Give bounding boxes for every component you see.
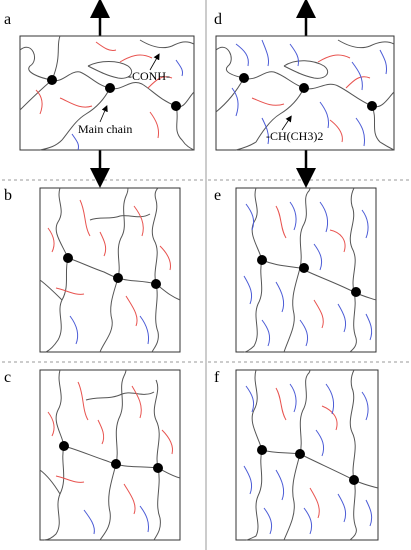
panel-e: e bbox=[214, 187, 377, 353]
crosslink-point bbox=[299, 83, 309, 93]
conh-side-groups-d bbox=[251, 54, 371, 143]
ch-ch3-side-groups-f bbox=[243, 383, 373, 535]
panel-label-c: c bbox=[4, 369, 11, 386]
annotation-conh: -CONH- bbox=[128, 69, 170, 83]
main-chains-c bbox=[39, 369, 181, 541]
panel-label-a: a bbox=[4, 11, 11, 28]
annotation-main-chain: Main chain bbox=[78, 122, 132, 136]
annotation-main-chain-pointer bbox=[99, 105, 108, 123]
network-box-d bbox=[215, 35, 395, 151]
crosslinks-d bbox=[239, 73, 377, 111]
panel-a: a -CONH- bbox=[4, 0, 195, 188]
network-box-a bbox=[19, 35, 195, 151]
panel-f: f bbox=[214, 369, 379, 541]
crosslink-point bbox=[349, 475, 359, 485]
main-chains-f bbox=[245, 369, 379, 541]
crosslinks-a bbox=[47, 75, 181, 111]
crosslink-point bbox=[367, 101, 377, 111]
crosslink-point bbox=[299, 263, 309, 273]
ch-ch3-side-groups-d bbox=[231, 39, 387, 147]
main-chains-e bbox=[243, 187, 377, 353]
crosslink-point bbox=[63, 253, 73, 263]
crosslink-point bbox=[111, 459, 121, 469]
main-chains-d bbox=[215, 39, 395, 151]
ch-ch3-side-groups-a bbox=[71, 59, 183, 151]
conh-side-groups-b bbox=[47, 199, 171, 327]
ch-ch3-side-groups-b bbox=[69, 315, 149, 345]
crosslink-point bbox=[151, 279, 161, 289]
annotation-conh-pointer bbox=[149, 53, 160, 71]
crosslink-point bbox=[351, 287, 361, 297]
network-box-c bbox=[39, 369, 181, 541]
crosslinks-b bbox=[63, 253, 161, 289]
network-box-f bbox=[235, 369, 379, 541]
crosslink-point bbox=[153, 463, 163, 473]
ch-ch3-side-groups-c bbox=[83, 505, 149, 535]
conh-side-groups-f bbox=[275, 387, 338, 519]
crosslinks-e bbox=[257, 255, 361, 297]
crosslink-point bbox=[47, 75, 57, 85]
conh-side-groups-c bbox=[47, 381, 173, 515]
crosslink-point bbox=[171, 101, 181, 111]
crosslink-point bbox=[257, 255, 267, 265]
main-chains-b bbox=[39, 187, 181, 353]
crosslinks-f bbox=[257, 445, 359, 485]
crosslink-point bbox=[295, 449, 305, 459]
crosslinks-c bbox=[59, 441, 163, 473]
panel-c: c bbox=[4, 369, 181, 541]
network-box-b bbox=[39, 187, 181, 353]
crosslink-point bbox=[59, 441, 69, 451]
crosslink-point bbox=[113, 273, 123, 283]
panel-label-e: e bbox=[214, 187, 221, 204]
crosslink-point bbox=[239, 73, 249, 83]
crosslink-point bbox=[257, 445, 267, 455]
ch-ch3-side-groups-e bbox=[243, 201, 373, 347]
panel-label-b: b bbox=[4, 187, 12, 204]
conh-side-groups-e bbox=[275, 205, 346, 329]
panel-label-f: f bbox=[214, 369, 220, 386]
panel-label-d: d bbox=[214, 11, 222, 28]
panel-d: d bbox=[214, 0, 395, 188]
conh-side-groups-a bbox=[35, 41, 173, 139]
panel-b: b bbox=[4, 187, 181, 353]
annotation-ch-ch3: -CH(CH3)2 bbox=[266, 129, 323, 143]
network-box-e bbox=[235, 187, 377, 353]
crosslink-point bbox=[105, 83, 115, 93]
annotation-ch-ch3-pointer bbox=[281, 115, 292, 131]
